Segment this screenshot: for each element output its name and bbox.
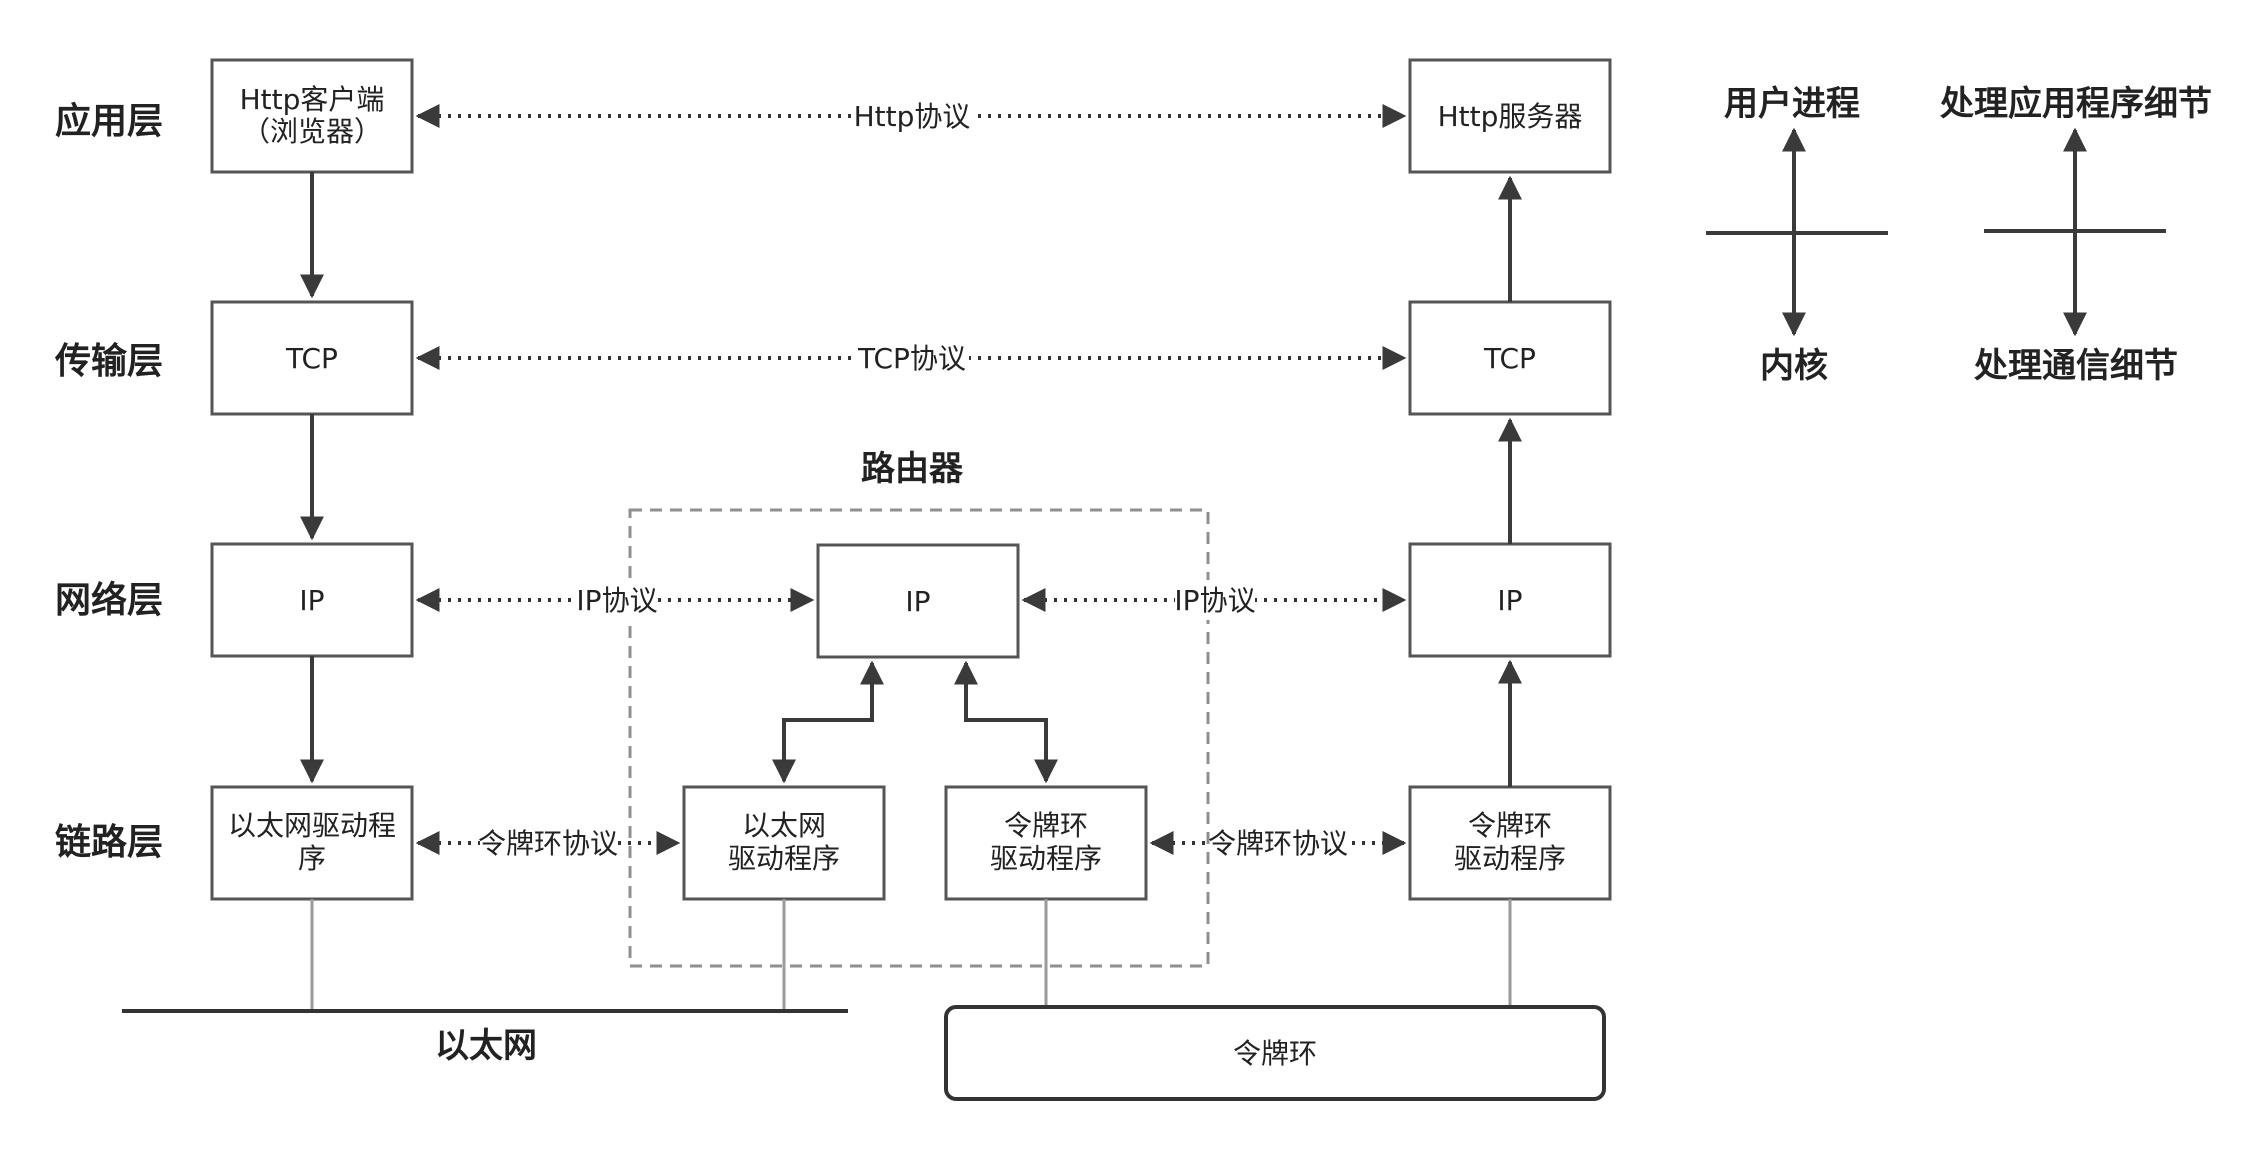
client-http-label-line2: （浏览器） [242,115,382,148]
token-protocol-right-label: 令牌环协议 [1208,827,1348,860]
server-http-label: Http服务器 [1438,100,1583,133]
token-ring-box [944,1005,1606,1101]
token-protocol-right-label-bg [1210,823,1346,863]
token-ring-label: 令牌环 [1233,1037,1317,1070]
client-ip-label: IP [299,584,324,617]
server-token-driver-line1: 令牌环 [1468,809,1552,842]
server-token-driver-line2: 驱动程序 [1454,842,1566,875]
http-protocol-label: Http协议 [854,100,971,133]
server-tcp-box [1408,300,1612,416]
token-protocol-left-label-bg [480,823,616,863]
router-title: 路由器 [861,449,964,489]
legend-right-top: 处理应用程序细节 [1939,84,2212,124]
http-protocol-label-bg [852,96,972,136]
client-ethernet-driver-box [210,785,414,901]
router-ip-box [816,543,1020,659]
layer-label-application: 应用层 [55,101,163,142]
legend-left-bottom: 内核 [1760,346,1828,386]
router-connector-ip-token [954,660,1058,784]
router-token-driver-box [944,785,1148,901]
client-tcp-label: TCP [285,342,338,375]
server-ip-box [1408,542,1612,658]
server-http-box [1408,58,1612,174]
legend-left-top: 用户进程 [1724,84,1860,124]
ethernet-label: 以太网 [435,1026,537,1066]
ip-protocol-right-label: IP协议 [1174,584,1255,617]
layer-label-link: 链路层 [55,822,163,863]
client-http-label-line1: Http客户端 [240,83,385,116]
layer-label-network: 网络层 [55,579,163,621]
token-protocol-left-label: 令牌环协议 [478,827,618,860]
tcp-protocol-label: TCP协议 [857,342,966,375]
router-ethernet-driver-line2: 驱动程序 [728,842,840,875]
router-token-driver-line2: 驱动程序 [990,842,1102,875]
router-ip-label: IP [905,585,930,618]
ip-protocol-left-label-bg [577,580,657,620]
server-token-driver-box [1408,785,1612,901]
client-ethernet-driver-line2: 序 [298,842,326,875]
tcp-protocol-label-bg [855,338,969,378]
ip-protocol-right-label-bg [1175,580,1255,620]
router-frame [628,508,1210,968]
client-ethernet-driver-line1: 以太网驱动程 [228,809,396,842]
client-ip-box [210,542,414,658]
ip-protocol-left-label: IP协议 [576,584,657,617]
router-token-driver-line1: 令牌环 [1004,809,1088,842]
server-ip-label: IP [1497,584,1522,617]
router-connector-ip-ethernet [772,660,884,784]
router-ethernet-driver-line1: 以太网 [742,809,826,842]
client-tcp-box [210,300,414,416]
legend-right-bottom: 处理通信细节 [1973,346,2178,386]
layer-label-transport: 传输层 [54,341,163,382]
server-tcp-label: TCP [1483,342,1536,375]
